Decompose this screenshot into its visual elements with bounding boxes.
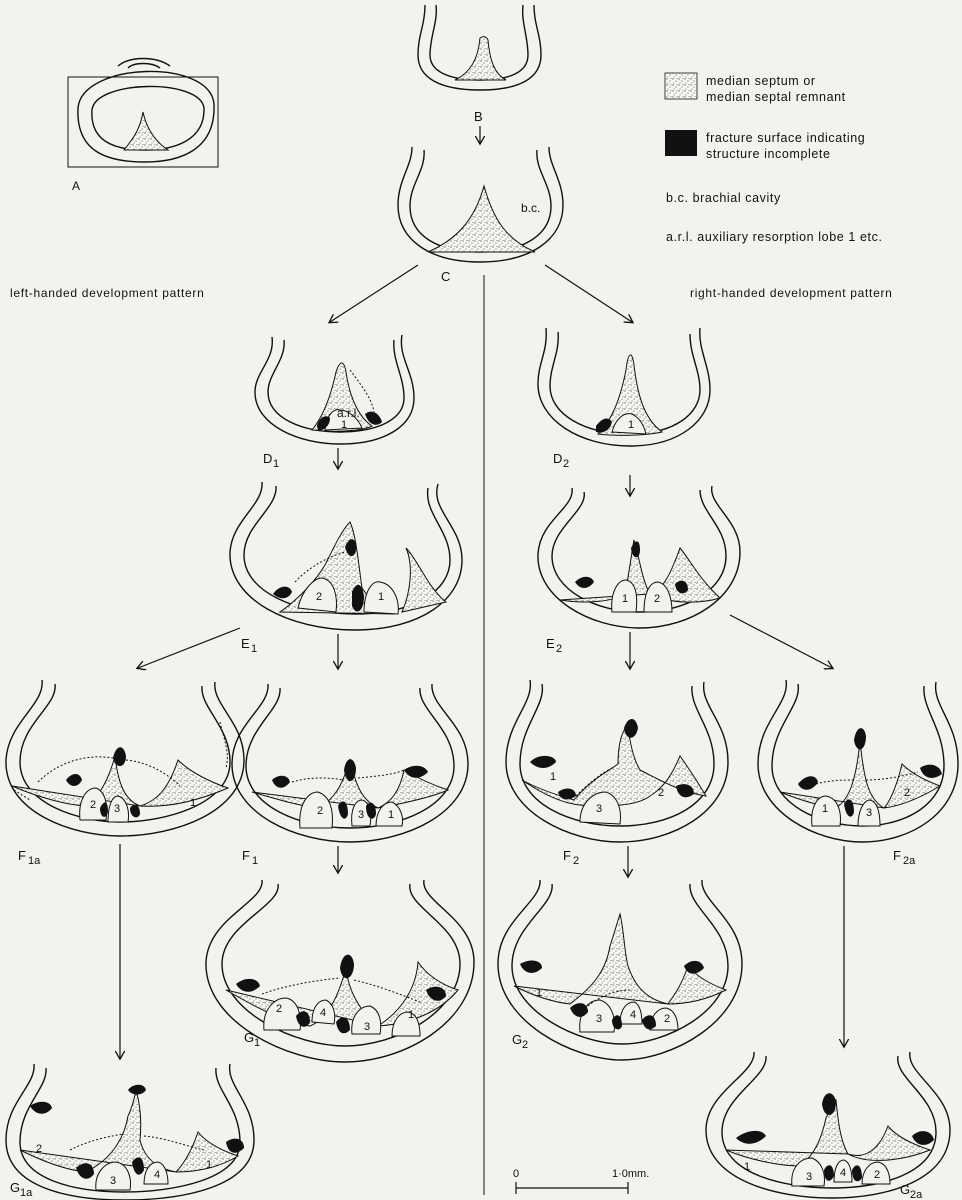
lobe-G1a-4: 4 bbox=[154, 1169, 160, 1181]
legend-fracture-line1: fracture surface indicating bbox=[706, 131, 865, 145]
lobe-G2a-2: 2 bbox=[874, 1169, 880, 1181]
lobe-D1-1: 1 bbox=[341, 419, 347, 431]
label-D2-sub: 2 bbox=[563, 458, 569, 470]
legend: median septum or median septal remnant f… bbox=[665, 73, 883, 244]
legend-fracture-line2: structure incomplete bbox=[706, 147, 831, 161]
label-B: B bbox=[474, 109, 483, 124]
legend-auxiliary-lobe: a.r.l. auxiliary resorption lobe 1 etc. bbox=[666, 230, 883, 244]
label-E2: E bbox=[546, 636, 555, 651]
stage-D1: a.r.l. 1 D 1 bbox=[255, 335, 414, 470]
lobe-G2a-4: 4 bbox=[840, 1167, 846, 1179]
lobe-F1a-2: 2 bbox=[90, 799, 96, 811]
label-A: A bbox=[72, 179, 80, 193]
stage-G1a: 2 3 4 1 G 1a bbox=[6, 1064, 254, 1200]
lobe-F2a-1: 1 bbox=[822, 803, 828, 815]
lobe-G1a-3: 3 bbox=[110, 1175, 116, 1187]
lobe-G1-4: 4 bbox=[320, 1007, 326, 1019]
label-G2-sub: 2 bbox=[522, 1039, 528, 1051]
stage-F2a: 1 3 2 F 2a bbox=[758, 680, 958, 867]
label-F1: F bbox=[242, 848, 250, 863]
lobe-G2-3: 3 bbox=[596, 1013, 602, 1025]
stage-F1: 2 3 1 F 1 bbox=[232, 684, 468, 867]
lobe-F1a-1: 1 bbox=[190, 797, 196, 809]
stage-F2: 1 3 2 F 2 bbox=[506, 680, 728, 867]
label-D1: D bbox=[263, 451, 272, 466]
label-D1-sub: 1 bbox=[273, 458, 279, 470]
stage-B: B bbox=[418, 5, 541, 124]
lobe-E1-1: 1 bbox=[378, 591, 384, 603]
lobe-G2a-3: 3 bbox=[806, 1171, 812, 1183]
label-G1: G bbox=[244, 1030, 254, 1045]
stage-D2: 1 D 2 bbox=[538, 328, 710, 470]
stage-E1: 2 1 E 1 bbox=[230, 482, 462, 655]
lobe-G1-2: 2 bbox=[276, 1003, 282, 1015]
label-F2: F bbox=[563, 848, 571, 863]
lobe-G1a-1: 1 bbox=[206, 1159, 212, 1171]
stage-G1: 2 4 3 1 G 1 bbox=[206, 880, 474, 1062]
lobe-G2-1: 1 bbox=[536, 987, 542, 999]
scale-end: 1·0mm. bbox=[612, 1168, 649, 1180]
lobe-F1a-3: 3 bbox=[114, 803, 120, 815]
scale-bar: 0 1·0mm. bbox=[513, 1168, 649, 1194]
lobe-E2-2: 2 bbox=[654, 593, 660, 605]
label-E2-sub: 2 bbox=[556, 643, 562, 655]
legend-fracture-swatch bbox=[665, 130, 697, 156]
lobe-G1-3: 3 bbox=[364, 1021, 370, 1033]
lobe-G2a-1: 1 bbox=[744, 1161, 750, 1173]
legend-brachial-cavity: b.c. brachial cavity bbox=[666, 191, 781, 205]
label-G2a: G bbox=[900, 1182, 910, 1197]
heading-right-pattern: right-handed development pattern bbox=[690, 286, 893, 300]
lobe-G2-4: 4 bbox=[630, 1009, 636, 1021]
lobe-G1-1: 1 bbox=[408, 1009, 414, 1021]
label-G1-sub: 1 bbox=[254, 1037, 260, 1049]
label-D2: D bbox=[553, 451, 562, 466]
scale-start: 0 bbox=[513, 1168, 519, 1180]
lobe-D2-1: 1 bbox=[628, 419, 634, 431]
label-F1-sub: 1 bbox=[252, 855, 258, 867]
lobe-F2-1: 1 bbox=[550, 771, 556, 783]
lobe-G2-2: 2 bbox=[664, 1013, 670, 1025]
stage-G2a: 1 3 4 2 G 2a bbox=[706, 1052, 950, 1200]
lobe-F2a-2: 2 bbox=[904, 787, 910, 799]
lobe-F2a-3: 3 bbox=[866, 807, 872, 819]
legend-septum-swatch bbox=[665, 73, 697, 99]
lobe-F1-2: 2 bbox=[317, 805, 323, 817]
label-F1a: F bbox=[18, 848, 26, 863]
stage-G2: 1 3 4 2 G 2 bbox=[498, 880, 742, 1060]
label-arl: a.r.l. bbox=[337, 406, 360, 420]
stage-E2: 1 2 E 2 bbox=[538, 486, 740, 655]
stage-C: b.c. C bbox=[398, 147, 563, 284]
label-G1a-sub: 1a bbox=[20, 1187, 33, 1199]
lobe-F2-3: 3 bbox=[596, 803, 602, 815]
heading-left-pattern: left-handed development pattern bbox=[10, 286, 205, 300]
stage-A: A bbox=[68, 59, 218, 194]
lobe-E1-2: 2 bbox=[316, 591, 322, 603]
lobe-E2-1: 1 bbox=[622, 593, 628, 605]
stage-F1a: 2 3 1 F 1a bbox=[6, 680, 244, 867]
lobe-G1a-2: 2 bbox=[36, 1143, 42, 1155]
label-F2-sub: 2 bbox=[573, 855, 579, 867]
lobe-F1-1: 1 bbox=[388, 809, 394, 821]
label-E1-sub: 1 bbox=[251, 643, 257, 655]
label-F2a: F bbox=[893, 848, 901, 863]
label-G2a-sub: 2a bbox=[910, 1189, 923, 1200]
label-F2a-sub: 2a bbox=[903, 855, 916, 867]
label-G2: G bbox=[512, 1032, 522, 1047]
legend-septum-line2: median septal remnant bbox=[706, 90, 846, 104]
label-E1: E bbox=[241, 636, 250, 651]
lobe-F1-3: 3 bbox=[358, 809, 364, 821]
label-G1a: G bbox=[10, 1180, 20, 1195]
legend-septum-line1: median septum or bbox=[706, 74, 816, 88]
label-F1a-sub: 1a bbox=[28, 855, 41, 867]
label-bc: b.c. bbox=[521, 201, 540, 215]
label-C: C bbox=[441, 269, 450, 284]
lobe-F2-2: 2 bbox=[658, 787, 664, 799]
